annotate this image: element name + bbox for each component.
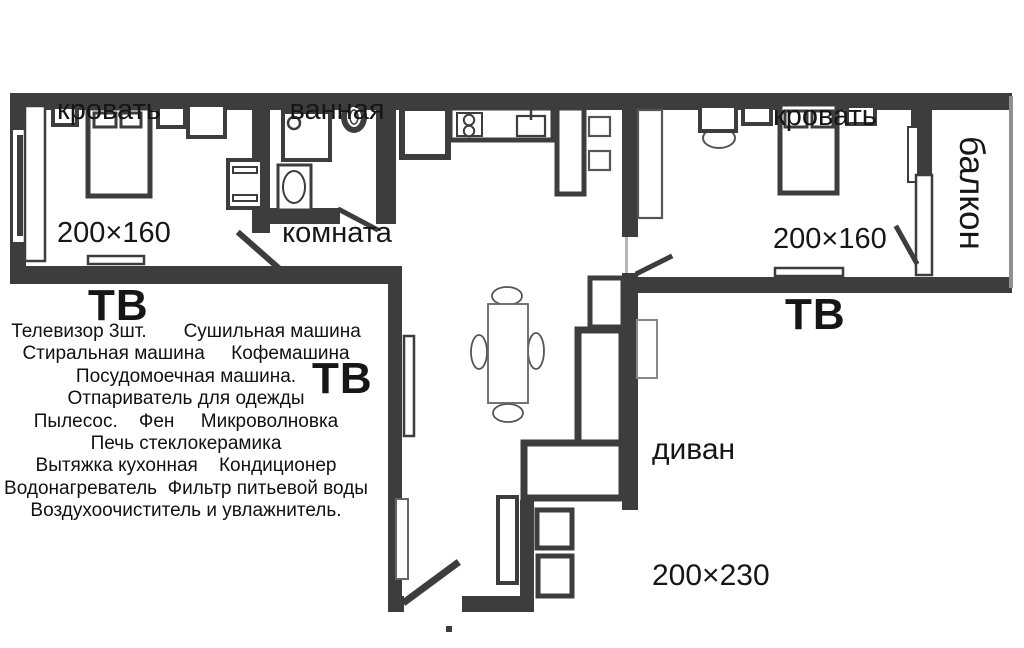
appliance-line: Посудомоечная машина. <box>75 365 297 387</box>
label-bed-right: кровать 200×160 <box>773 14 887 342</box>
stool <box>587 149 612 172</box>
hall-cabinet <box>496 495 519 585</box>
label-bed-left-line2: 200×160 <box>57 217 171 249</box>
label-bed-left-line1: кровать <box>57 94 161 126</box>
wall-bottom-corner <box>388 596 404 612</box>
wall-bedroom1-bottom <box>10 266 402 284</box>
hall-unit <box>535 553 575 599</box>
label-bathroom: ванная комната <box>252 8 422 336</box>
appliance-line: Стиральная машина Кофемашина <box>22 343 350 365</box>
corner-cabinet <box>587 275 626 330</box>
desk-right-bedroom <box>698 104 738 133</box>
dining-table <box>487 303 529 404</box>
window-bedroom2-pane <box>907 126 919 183</box>
label-bathroom-line1: ванная <box>289 94 385 126</box>
label-tv-right-bedroom: ТВ <box>785 290 846 339</box>
label-bed-left: кровать 200×160 <box>57 8 171 336</box>
tv-set-right-bedroom <box>773 266 845 278</box>
appliance-line: Печь стеклокерамика <box>90 433 282 455</box>
pillow <box>810 109 835 129</box>
label-sofa-line2: 200×230 <box>652 559 770 592</box>
pillow <box>783 109 809 129</box>
appliance-line: Пылесос. Фен Микроволновка <box>33 410 339 432</box>
burner <box>462 124 476 138</box>
label-balcony: балкон <box>952 136 991 250</box>
window-left-pane <box>17 135 23 236</box>
desk-shelf <box>232 194 258 202</box>
wardrobe-left <box>23 104 47 263</box>
wall-bedroom2-divider <box>622 108 638 237</box>
tv-set-left-bedroom <box>86 254 146 266</box>
fridge <box>399 105 451 160</box>
appliance-line: Телевизор 3шт. Сушильная машина <box>11 321 361 342</box>
chair <box>492 403 524 423</box>
wall-living-right <box>622 273 638 510</box>
appliance-line: Водонагреватель Фильтр питьевой воды <box>4 477 368 499</box>
wall-corridor-right <box>520 500 534 612</box>
dining-set <box>470 286 545 423</box>
wall-bathroom-bottom <box>270 208 340 224</box>
door-frame-bedroom2 <box>625 237 628 273</box>
shelf <box>741 105 773 126</box>
label-tv-left-bedroom: ТВ <box>88 281 149 330</box>
bathroom-sink-drain <box>349 109 359 125</box>
door-swing-bathroom <box>336 206 380 233</box>
tall-cabinet <box>554 105 587 197</box>
tv-set-living <box>402 334 416 438</box>
chair <box>470 334 488 370</box>
door-swing-entrance <box>401 559 461 606</box>
appliance-list: Телевизор 3шт. Сушильная машина Стиральн… <box>0 321 372 523</box>
nightstand <box>845 104 877 126</box>
bedroom-right-furniture <box>636 101 877 278</box>
appliance-line: Воздухоочиститель и увлажнитель. <box>30 500 342 522</box>
wall-bottom-right <box>634 277 1012 293</box>
sofa-side-table <box>636 319 658 379</box>
balcony-outer-line <box>1009 96 1013 288</box>
appliance-line: Отпариватель для одежды <box>67 388 305 410</box>
door-swing-bedroom1 <box>235 229 287 276</box>
wall-niche <box>395 498 409 580</box>
wardrobe-right-bedroom <box>636 108 664 220</box>
chair <box>527 332 545 370</box>
door-swings <box>235 206 920 606</box>
sofa-vertical-section <box>574 326 626 447</box>
kitchen-furniture <box>399 105 612 197</box>
door-swing-bedroom2 <box>634 253 674 277</box>
label-tv-living: ТВ <box>312 354 373 403</box>
wall-bottom-mid <box>462 596 533 612</box>
bedroom-left-furniture <box>23 103 264 266</box>
label-bathroom-line2: комната <box>282 217 392 249</box>
label-bed-right-line1: кровать <box>773 100 877 132</box>
wall-bathroom-right <box>376 93 396 224</box>
balcony-door-leaf <box>914 173 934 277</box>
pillow <box>119 111 143 129</box>
shower-drain <box>286 115 302 131</box>
label-sofa-line1: диван <box>652 433 736 466</box>
sofa-horizontal-section <box>520 439 626 502</box>
nightstand <box>51 105 79 127</box>
appliance-line: Вытяжка кухонная Кондиционер <box>35 455 337 477</box>
label-sofa: диван 200×230 <box>652 345 770 648</box>
shower-cabin <box>281 110 332 162</box>
toilet-bowl <box>282 170 306 204</box>
chair <box>491 286 523 306</box>
bathroom-fixtures <box>276 101 367 212</box>
floor-mark-dot <box>446 626 452 632</box>
dresser <box>186 103 227 139</box>
stool <box>587 115 612 138</box>
pillow <box>92 111 118 129</box>
burner <box>462 113 476 127</box>
hall-unit <box>534 507 575 551</box>
living-furniture <box>395 275 658 632</box>
nightstand <box>156 105 187 129</box>
desk-shelf <box>232 166 258 174</box>
door-swing-balcony <box>893 224 920 266</box>
label-bed-right-line2: 200×160 <box>773 223 887 255</box>
